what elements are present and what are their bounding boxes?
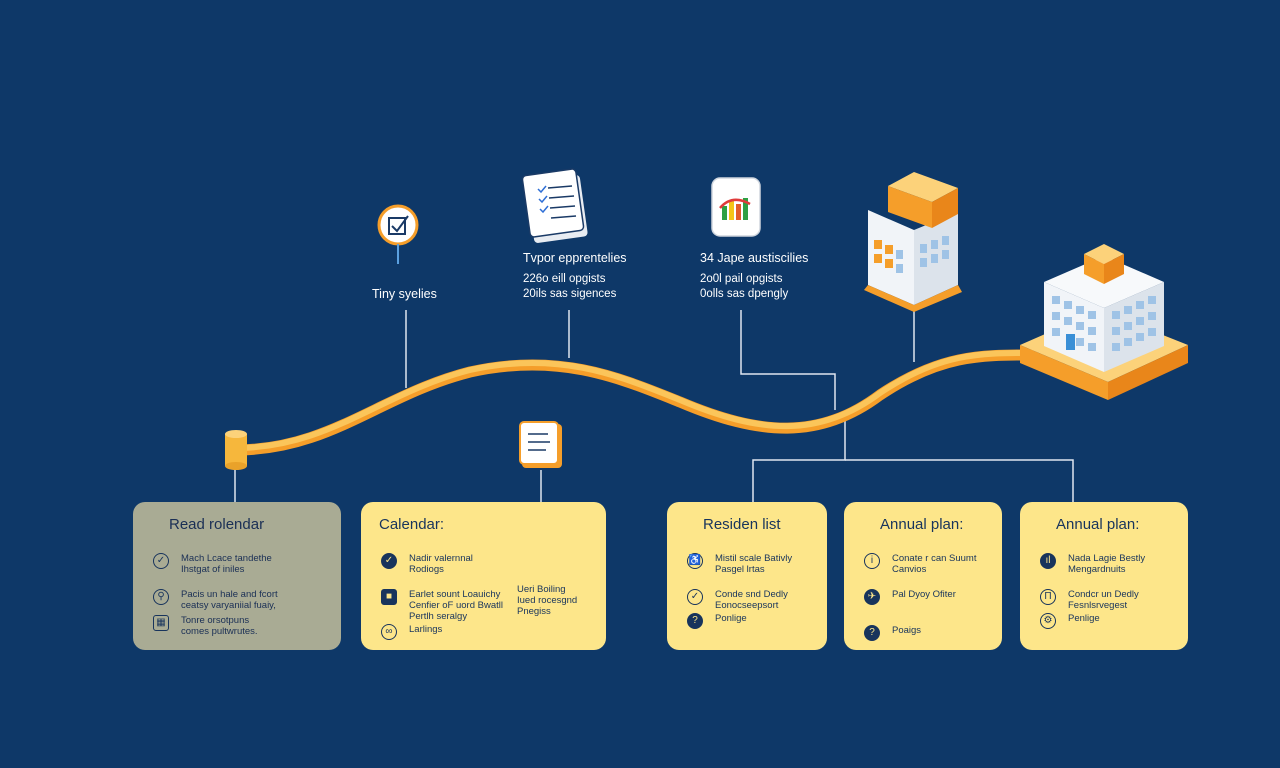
document-stack-icon — [519, 421, 562, 468]
card-row: ? Ponlige — [683, 613, 811, 629]
milestone-3-title: 34 Jape austiscilies — [700, 251, 809, 265]
lock-icon: ■ — [381, 589, 397, 605]
row-text: Cenfier oF uord Bwatll — [409, 600, 503, 611]
row-text: Tonre orsotpuns — [181, 615, 250, 626]
check-circle-icon: ✓ — [381, 553, 397, 569]
timeline-path — [230, 349, 1036, 456]
milestone-2-line-1: 226o eill opgists — [523, 273, 606, 285]
help-circle-icon: ? — [864, 625, 880, 641]
milestone-2-line-2: 20ils sas sigences — [523, 288, 617, 300]
row-text: Conate r can Suumt — [892, 553, 977, 564]
grid-icon: ▦ — [153, 615, 169, 631]
headquarters-building-icon — [1020, 244, 1188, 400]
row-text: Mach Lcace tandethe — [181, 553, 272, 564]
card-row: ✈ Pal Dyoy Ofiter — [860, 589, 986, 605]
row-text: Earlet sount Loauichy — [409, 589, 501, 600]
row-text: Fesnlsrvegest — [1068, 600, 1128, 611]
card-row: ⚙ Penlige — [1036, 613, 1172, 629]
connector-card-5 — [845, 459, 1074, 502]
row-text: Nadir valernnal — [409, 553, 473, 564]
card-side-text: Ueri Boiling Iued rocesgnd Pnegiss — [517, 584, 577, 617]
side-text: Pnegiss — [517, 606, 551, 617]
milestone-2-label: Tvpor epprentelies 226o eill opgists 20i… — [523, 251, 627, 302]
office-building-icon — [864, 172, 962, 312]
row-text: Mengardnuits — [1068, 564, 1126, 575]
share-icon: ✈ — [864, 589, 880, 605]
row-text: Rodiogs — [409, 564, 444, 575]
link-icon: ∞ — [381, 624, 397, 640]
milestone-2-title: Tvpor epprentelies — [523, 251, 627, 265]
row-text: Canvios — [892, 564, 927, 575]
row-text: Ponlige — [715, 613, 747, 624]
checkbox-badge-icon — [377, 204, 419, 264]
card-title: Residen list — [703, 516, 781, 533]
people-icon: ⚲ — [153, 589, 169, 605]
start-marker — [225, 430, 247, 470]
card-title: Calendar: — [379, 516, 445, 533]
info-circle-icon: i — [864, 553, 880, 569]
check-circle-icon: ✓ — [687, 589, 703, 605]
row-text: comes pultwrutes. — [181, 626, 258, 637]
row-text: Ihstgat of iniles — [181, 564, 245, 575]
milestone-3-label: 34 Jape austiscilies 2o0l pail opgists 0… — [700, 251, 808, 302]
row-text: Nada Lagie Bestly — [1068, 553, 1146, 564]
row-text: Larlings — [409, 624, 443, 635]
side-text: Ueri Boiling — [517, 584, 566, 595]
help-circle-icon: ? — [687, 613, 703, 629]
bar-chart-icon — [711, 177, 761, 237]
row-text: Pal Dyoy Ofiter — [892, 589, 956, 600]
row-text: Penlige — [1068, 613, 1100, 624]
bar-icon: Π — [1040, 589, 1056, 605]
card-title: Annual plan: — [1056, 516, 1140, 533]
connector-lines — [234, 308, 1074, 502]
connector-milestone-3 — [740, 310, 836, 410]
stats-icon: ıl — [1040, 553, 1056, 569]
row-text: Pasgel lrtas — [715, 564, 765, 575]
row-text: Pertlh seralgy — [409, 611, 468, 622]
connector-card-3 — [752, 412, 846, 502]
card-row: ? Poaigs — [860, 625, 986, 641]
accessibility-icon: ♿ — [687, 553, 703, 569]
row-text: Mistil scale Bativly — [715, 553, 793, 564]
milestone-1-label: Tiny syelies — [372, 287, 437, 308]
milestone-3-line-1: 2o0l pail opgists — [700, 273, 783, 285]
row-text: ceatsy varyaniial fuaiy, — [181, 600, 276, 611]
settings-icon: ⚙ — [1040, 613, 1056, 629]
milestone-3-line-2: 0olls sas dpengly — [700, 288, 789, 300]
card-row: ∞ Larlings — [377, 624, 590, 640]
side-text: Iued rocesgnd — [517, 595, 578, 606]
row-text: Eonocseepsort — [715, 600, 779, 611]
checklist-document-icon — [521, 168, 588, 243]
timeline-path-highlight — [233, 350, 1033, 451]
check-circle-icon: ✓ — [153, 553, 169, 569]
row-text: Condcr un Dedly — [1068, 589, 1139, 600]
row-text: Pacis un hale and fcort — [181, 589, 278, 600]
milestone-1-title: Tiny syelies — [372, 287, 437, 301]
row-text: Conde snd Dedly — [715, 589, 788, 600]
card-title: Annual plan: — [880, 516, 964, 533]
row-text: Poaigs — [892, 625, 922, 636]
card-title: Read rolendar — [169, 516, 265, 533]
